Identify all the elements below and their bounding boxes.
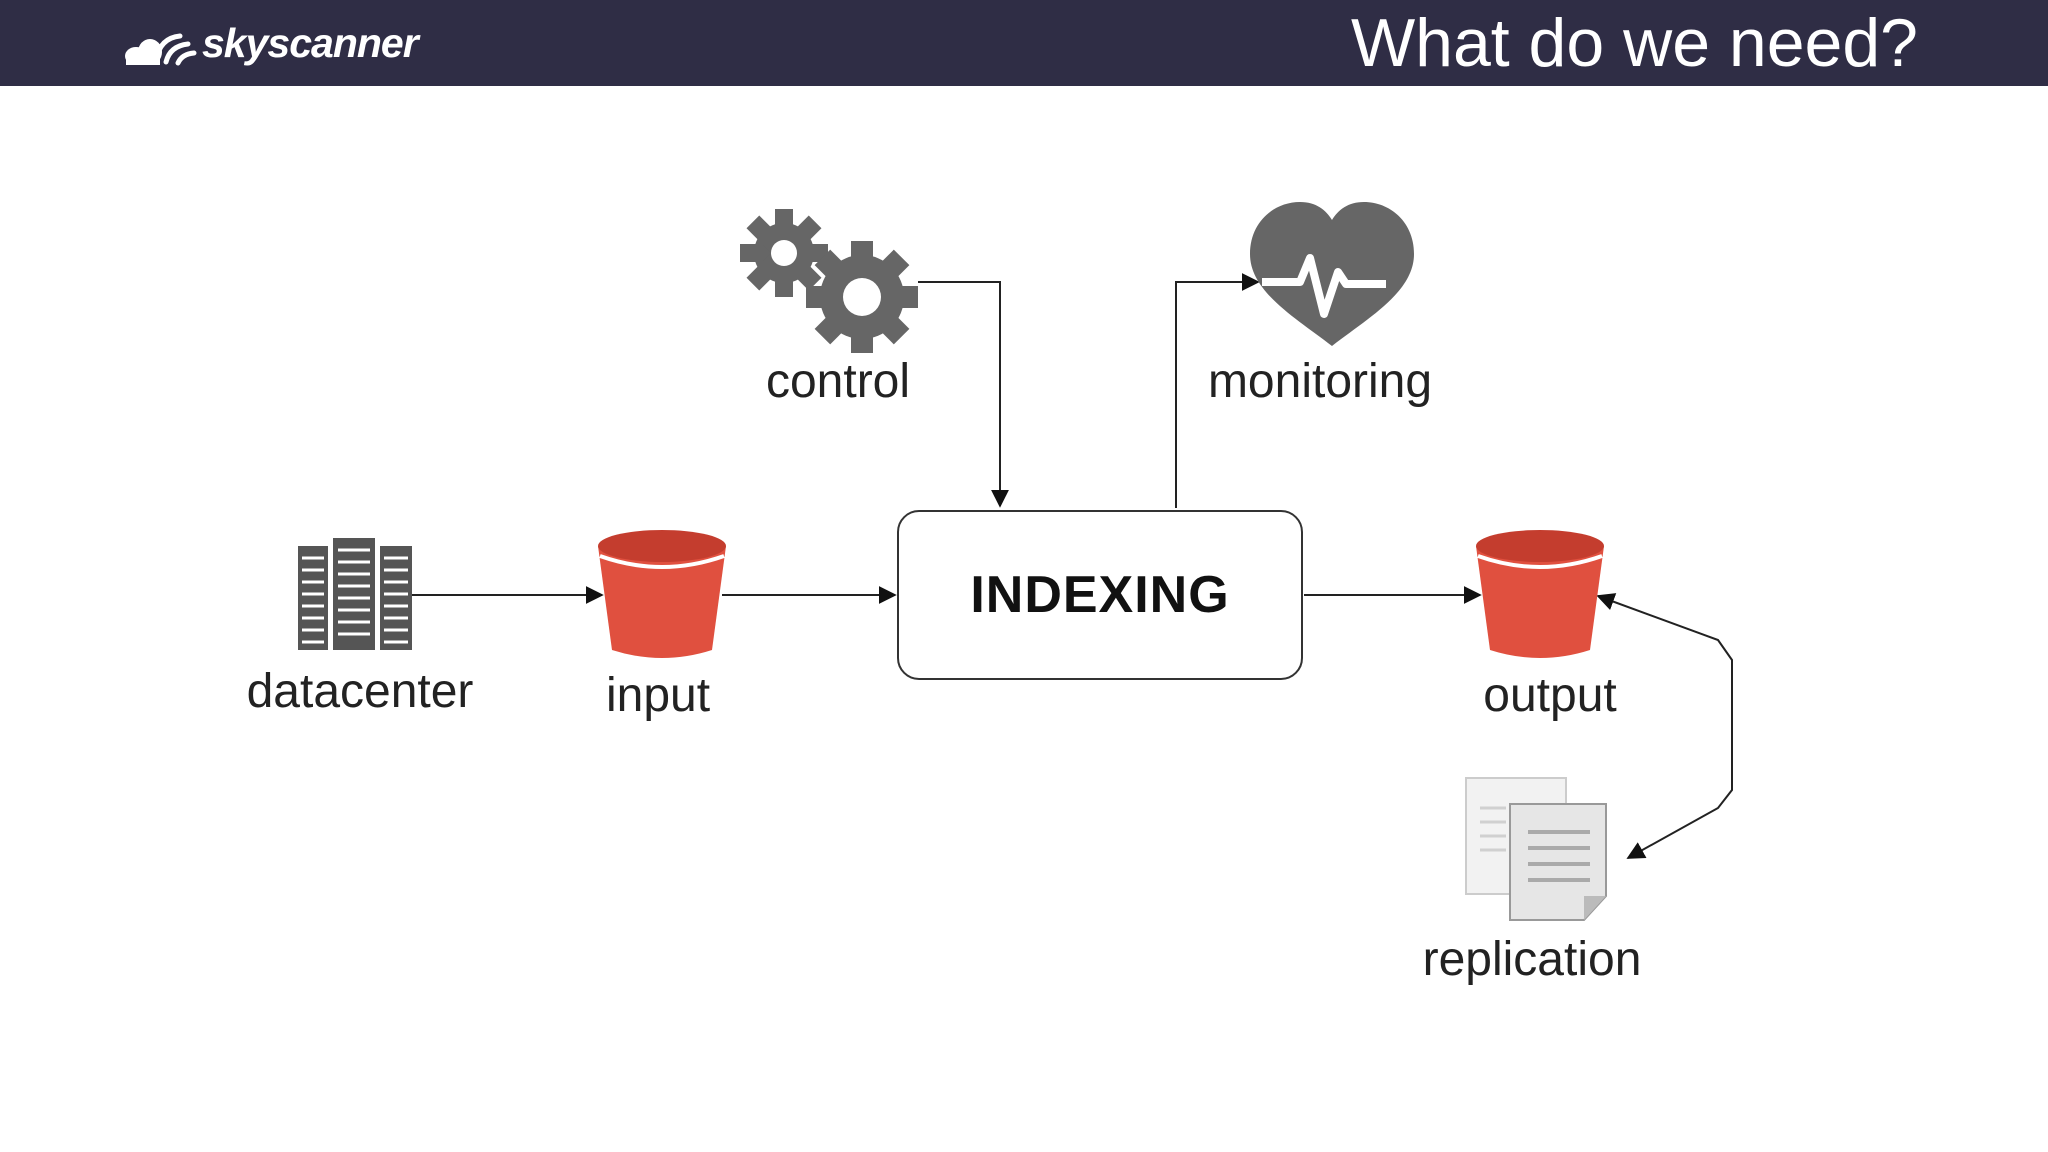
datacenter-label: datacenter [246, 665, 474, 718]
header-bar: skyscanner What do we need? [0, 0, 2048, 86]
input-label: input [605, 669, 711, 722]
slide-title: What do we need? [1350, 5, 1918, 81]
connectors [412, 273, 1733, 859]
gears-icon [740, 209, 918, 353]
control-label: control [765, 355, 911, 408]
brand: skyscanner [122, 14, 419, 72]
brand-name: skyscanner [202, 19, 419, 66]
input-bucket-icon [598, 530, 726, 658]
edge-output-replication [1596, 593, 1733, 859]
heart-pulse-icon [1250, 202, 1414, 346]
server-rack-icon [298, 538, 412, 650]
documents-icon [1465, 777, 1607, 921]
output-bucket-icon [1476, 530, 1604, 658]
output-label: output [1483, 669, 1617, 722]
indexing-box: INDEXING [897, 510, 1303, 680]
indexing-label: INDEXING [970, 566, 1230, 624]
edge-indexing-monitoring [1175, 273, 1260, 508]
replication-label: replication [1422, 933, 1642, 986]
skyscanner-logo-icon [125, 33, 197, 66]
monitoring-label: monitoring [1207, 355, 1433, 408]
edge-control-indexing [918, 281, 1009, 508]
